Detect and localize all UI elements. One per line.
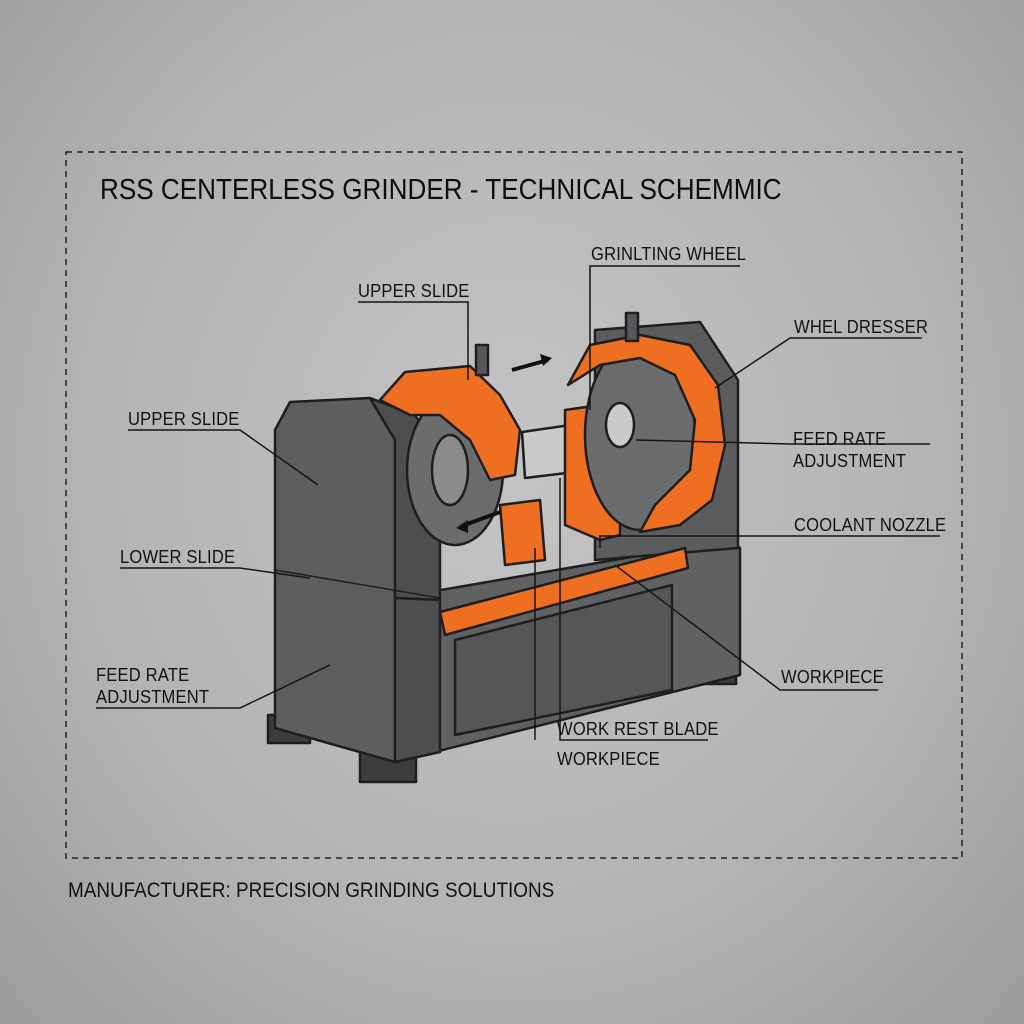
label-feed-rate-right: FEED RATE ADJUSTMENT [793,428,906,472]
label-wheel-dresser: WHEL DRESSER [794,317,929,337]
label-feed-rate-left: FEED RATE ADJUSTMENT [96,664,209,708]
label-workpiece-right: WORKPIECE [781,667,884,687]
upper-slide-housing [378,364,522,482]
leader-lines [96,265,940,741]
label-line: FEED RATE [793,429,887,449]
label-workpiece-bottom: WORKPIECE [557,749,660,769]
label-coolant-nozzle: COOLANT NOZZLE [794,515,947,535]
arrow-right-icon [540,354,552,366]
dashed-frame [65,151,963,859]
orange-rail [438,546,690,637]
label-lower-slide: LOWER SLIDE [120,547,236,567]
label-line: ADJUSTMENT [96,687,210,707]
label-line: FEED RATE [96,665,190,685]
adjust-knob [474,343,490,377]
label-line: ADJUSTMENT [793,451,907,471]
label-upper-slide-top: UPPER SLIDE [358,281,470,301]
base-panel [453,583,674,737]
wheel-hub [430,433,470,507]
left-housing-lower [393,596,442,764]
dresser-knob [624,311,640,343]
label-work-rest-blade: WORK REST BLADE [557,719,719,739]
label-grinding-wheel: GRINLTING WHEEL [591,244,747,264]
work-rest-block [498,498,547,567]
arrow-left-icon [456,520,468,533]
page-title: RSS CENTERLESS GRINDER - TECHNICAL SCHEM… [100,174,782,206]
grinding-wheel-guard [566,333,727,534]
machine-drawing [266,311,742,784]
wheel-hub [604,401,636,449]
manufacturer-footer: MANUFACTURER: PRECISION GRINDING SOLUTIO… [68,879,555,902]
label-upper-slide-left: UPPER SLIDE [128,409,240,429]
